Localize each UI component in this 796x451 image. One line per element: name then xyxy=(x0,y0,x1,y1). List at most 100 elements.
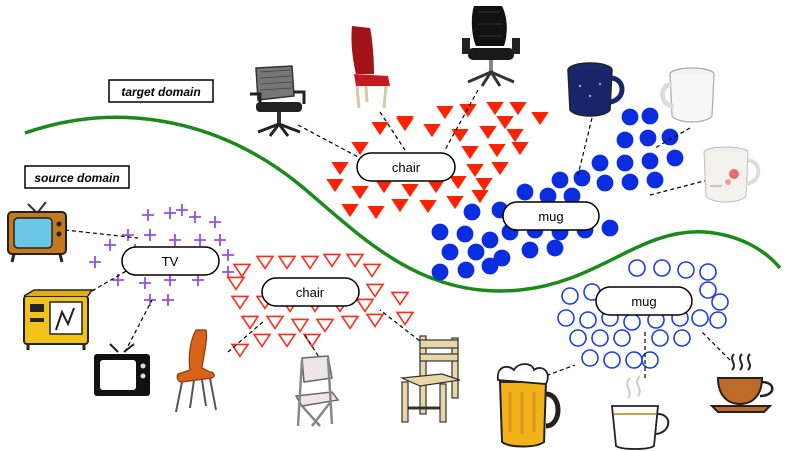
mesh-office-chair-icon xyxy=(250,66,304,136)
target-chair-point xyxy=(327,179,343,191)
source-mug-point xyxy=(604,352,620,368)
source-tv-point xyxy=(164,274,176,286)
source-chair-point xyxy=(392,292,408,304)
source-tv-point xyxy=(214,234,226,246)
blue-enamel-mug-icon xyxy=(568,63,622,116)
source-tv-point xyxy=(89,256,101,268)
black-leather-office-chair-icon xyxy=(462,6,520,86)
source-mug-point xyxy=(582,350,598,366)
source-mug-point xyxy=(629,260,645,276)
target-chair-point xyxy=(507,129,523,141)
source-tv-point xyxy=(162,294,174,306)
source-chair-point xyxy=(367,314,383,326)
source-chair-point xyxy=(234,264,250,276)
source-tv-point xyxy=(139,277,151,289)
target-mug-cluster xyxy=(432,108,683,280)
label-target-chair: chair xyxy=(357,153,455,181)
target-chair-point xyxy=(352,142,368,154)
target-mug-point xyxy=(432,264,448,280)
label-source-tv: TV xyxy=(122,247,219,275)
source-chair-point xyxy=(364,264,380,276)
target-mug-point xyxy=(617,155,633,171)
source-mug-point xyxy=(700,282,716,298)
label-source-mug-text: mug xyxy=(631,294,656,309)
target-chair-point xyxy=(480,126,496,138)
label-source-mug: mug xyxy=(596,287,692,315)
target-chair-point xyxy=(512,142,528,154)
teacup-icon xyxy=(712,354,772,412)
source-mug-point xyxy=(692,310,708,326)
black-tv-icon xyxy=(94,344,150,396)
target-chair-point xyxy=(420,200,436,212)
floral-mug-icon xyxy=(704,147,758,202)
target-mug-point xyxy=(517,184,533,200)
source-chair-point xyxy=(228,277,244,289)
target-chair-point xyxy=(368,206,384,218)
target-mug-point xyxy=(617,132,633,148)
source-mug-point xyxy=(562,288,578,304)
target-mug-point xyxy=(432,224,448,240)
label-source-chair-text: chair xyxy=(296,285,325,300)
source-chair-point xyxy=(232,296,248,308)
source-mug-point xyxy=(710,312,726,328)
target-chair-point xyxy=(462,146,478,158)
source-chair-point xyxy=(347,254,363,266)
source-mug-point xyxy=(652,330,668,346)
source-chair-point xyxy=(367,284,383,296)
target-mug-point xyxy=(468,244,484,260)
source-chair-point xyxy=(292,319,308,331)
target-chair-point xyxy=(392,199,408,211)
red-dining-chair-icon xyxy=(351,26,390,108)
target-chair-point xyxy=(452,129,468,141)
source-mug-point xyxy=(624,314,640,330)
source-chair-point xyxy=(257,256,273,268)
source-domain-text: source domain xyxy=(34,171,119,185)
target-mug-point xyxy=(522,242,538,258)
target-chair-point xyxy=(492,162,508,174)
source-mug-point xyxy=(674,330,690,346)
target-chair-point xyxy=(487,102,503,114)
target-chair-point xyxy=(372,122,388,134)
target-mug-point xyxy=(482,232,498,248)
target-chair-point xyxy=(510,102,526,114)
source-tv-point xyxy=(144,294,156,306)
label-target-mug: mug xyxy=(503,202,599,230)
source-tv-point xyxy=(222,266,234,278)
target-mug-point xyxy=(574,170,590,186)
target-mug-point xyxy=(482,258,498,274)
source-tv-point xyxy=(192,274,204,286)
target-chair-point xyxy=(342,204,358,216)
target-chair-point xyxy=(532,112,548,124)
coffee-cup-icon xyxy=(612,376,668,449)
white-mug-icon xyxy=(662,68,714,122)
target-chair-point xyxy=(424,124,440,136)
source-chair-point xyxy=(324,254,340,266)
source-mug-point xyxy=(614,330,630,346)
yellow-tv-icon xyxy=(24,290,92,350)
folding-chair-icon xyxy=(296,356,338,426)
source-chair-point xyxy=(357,299,373,311)
target-chair-point xyxy=(489,144,505,156)
target-mug-point xyxy=(642,108,658,124)
target-mug-point xyxy=(622,109,638,125)
target-chair-point xyxy=(332,162,348,174)
source-chair-point xyxy=(397,312,413,324)
source-tv-point xyxy=(169,234,181,246)
source-tv-point xyxy=(164,207,176,219)
label-target-chair-text: chair xyxy=(392,160,421,175)
target-mug-point xyxy=(442,244,458,260)
target-chair-point xyxy=(437,106,453,118)
target-mug-point xyxy=(552,172,568,188)
source-chair-point xyxy=(254,334,270,346)
target-domain-text: target domain xyxy=(121,85,200,99)
target-chair-point xyxy=(476,178,492,190)
target-chair-point xyxy=(352,186,368,198)
wooden-chair-icon xyxy=(402,336,460,422)
source-chair-point xyxy=(342,316,358,328)
target-chair-point xyxy=(450,176,466,188)
source-chair-point xyxy=(317,319,333,331)
target-domain-label: target domain xyxy=(109,80,213,102)
orange-plastic-chair-icon xyxy=(176,330,216,412)
source-chair-point xyxy=(267,316,283,328)
